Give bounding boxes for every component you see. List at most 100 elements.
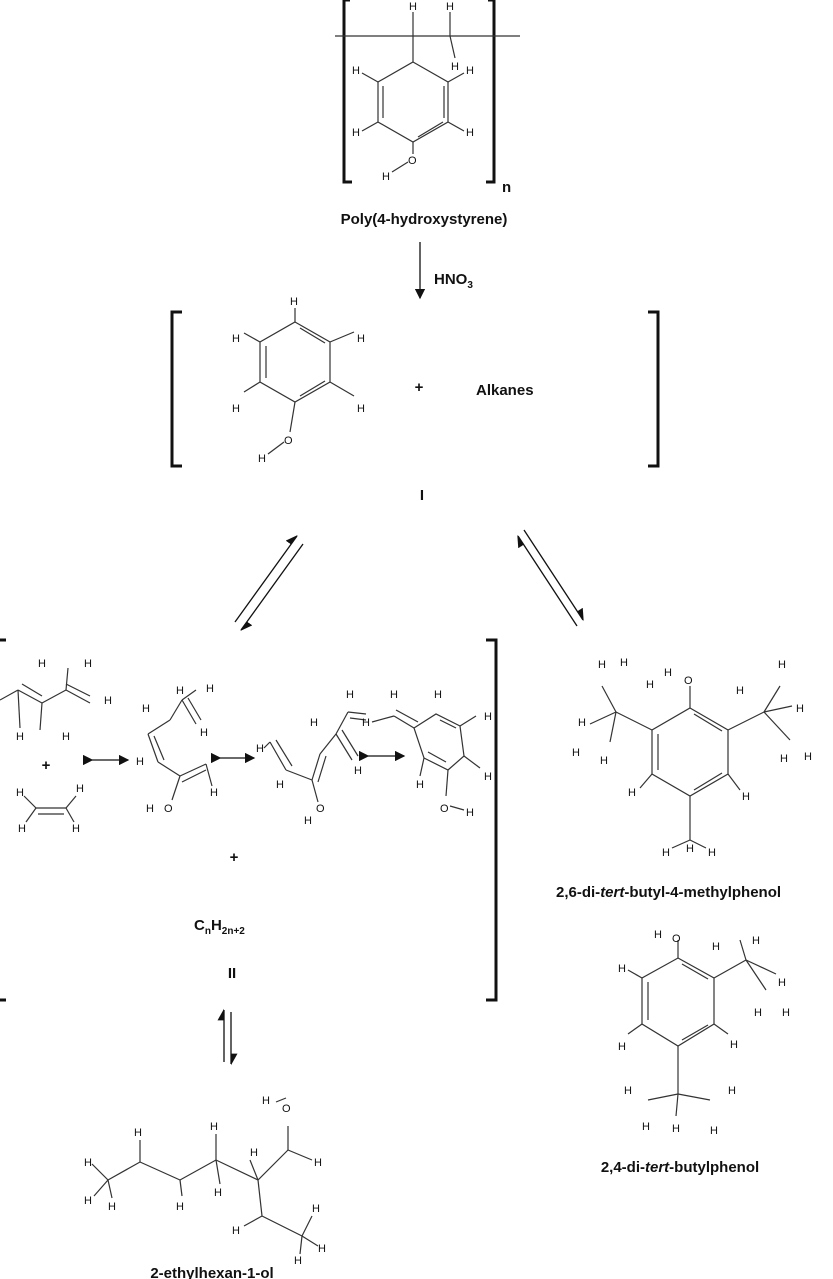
atom-h: H — [618, 1041, 626, 1053]
atom-h: H — [628, 787, 636, 799]
atom-h: H — [778, 977, 786, 989]
atom-h: H — [484, 771, 492, 783]
ethylene-structure: H H H H — [16, 783, 84, 835]
atom-h: H — [232, 333, 240, 345]
atom-h: H — [710, 1125, 718, 1137]
atom-h: H — [290, 296, 298, 308]
ethylhexanol-label: 2-ethylhexan-1-ol — [150, 1265, 273, 1279]
atom-h: H — [742, 791, 750, 803]
repeat-subscript: n — [502, 179, 511, 196]
atom-o: O — [164, 803, 173, 815]
polymer-name: Poly(4-hydroxystyrene) — [341, 211, 508, 228]
equilibrium-arrow-right — [517, 529, 584, 627]
atom-o: O — [672, 933, 681, 945]
atom-h: H — [250, 1147, 258, 1159]
atom-o: O — [440, 803, 449, 815]
atom-h: H — [654, 929, 662, 941]
atom-h: H — [176, 1201, 184, 1213]
atom-h: H — [754, 1007, 762, 1019]
atom-h: H — [108, 1201, 116, 1213]
atom-h: H — [200, 727, 208, 739]
atom-h: H — [409, 1, 417, 13]
atom-h: H — [318, 1243, 326, 1255]
atom-h: H — [357, 403, 365, 415]
atom-h: H — [466, 65, 474, 77]
atom-o: O — [316, 803, 325, 815]
atom-h: H — [16, 731, 24, 743]
bracket-ii-right — [486, 638, 498, 1002]
atom-h: H — [624, 1085, 632, 1097]
atom-h: H — [354, 765, 362, 777]
atom-h: H — [314, 1157, 322, 1169]
atom-h: H — [416, 779, 424, 791]
bracket-right — [648, 310, 660, 468]
atom-h: H — [136, 756, 144, 768]
bht-label: 2,6-di-tert-butyl-4-methylphenol — [556, 884, 781, 901]
atom-h: H — [18, 823, 26, 835]
atom-h: H — [142, 703, 150, 715]
atom-h: H — [736, 685, 744, 697]
atom-h: H — [484, 711, 492, 723]
atom-h: H — [276, 779, 284, 791]
atom-h: H — [686, 843, 694, 855]
atom-h: H — [434, 689, 442, 701]
atom-h: H — [346, 689, 354, 701]
bracket-left — [170, 310, 182, 468]
atom-h: H — [451, 61, 459, 73]
plus-sign: + — [415, 379, 424, 396]
bracket-ii-left — [0, 638, 6, 1002]
bht-structure: O H H H H H H H H H H H H H H H H H — [572, 657, 812, 859]
atom-h: H — [730, 1039, 738, 1051]
intermediate-ii-label: II — [228, 965, 236, 982]
atom-h: H — [662, 847, 670, 859]
atom-h: H — [206, 683, 214, 695]
repeat-bracket-right — [486, 0, 496, 184]
atom-h: H — [672, 1123, 680, 1135]
atom-h: H — [804, 751, 812, 763]
butadiene-structure: H H H H H — [0, 658, 112, 743]
repeat-bracket-left — [342, 0, 352, 184]
atom-h: H — [352, 127, 360, 139]
alkane-formula: CnH2n+2 — [194, 917, 245, 937]
atom-h: H — [84, 1157, 92, 1169]
atom-h: H — [600, 755, 608, 767]
atom-h: H — [780, 753, 788, 765]
atom-h: H — [76, 783, 84, 795]
atom-h: H — [572, 747, 580, 759]
polymer-structure: H H H H H H H O H — [335, 0, 520, 184]
atom-h: H — [262, 1095, 270, 1107]
atom-o: O — [282, 1103, 291, 1115]
atom-h: H — [232, 1225, 240, 1237]
atom-h: H — [258, 453, 266, 465]
atom-h: H — [146, 803, 154, 815]
atom-h: H — [312, 1203, 320, 1215]
atom-h: H — [618, 963, 626, 975]
atom-h: H — [620, 657, 628, 669]
atom-h: H — [304, 815, 312, 827]
atom-h: H — [466, 127, 474, 139]
dienol-structure: H H H H H O H — [256, 689, 367, 827]
atom-h: H — [294, 1255, 302, 1267]
plus-sign: + — [230, 849, 239, 866]
atom-h: H — [778, 659, 786, 671]
atom-h: H — [728, 1085, 736, 1097]
atom-h: H — [310, 717, 318, 729]
alkanes-label: Alkanes — [476, 382, 534, 399]
atom-h: H — [782, 1007, 790, 1019]
atom-h: H — [708, 847, 716, 859]
atom-h: H — [362, 717, 370, 729]
atom-h: H — [72, 823, 80, 835]
atom-h: H — [134, 1127, 142, 1139]
atom-h: H — [352, 65, 360, 77]
atom-h: H — [466, 807, 474, 819]
atom-o: O — [284, 435, 293, 447]
vinylphenol-structure: H H H H H H O H — [362, 689, 492, 819]
atom-h: H — [578, 717, 586, 729]
dtbp-structure: O H H H H H H H H H H H H H H — [618, 929, 790, 1137]
equilibrium-arrow-down — [217, 1008, 238, 1066]
hexatrienol-structure: H H H H H H O H — [136, 683, 218, 815]
atom-h: H — [446, 1, 454, 13]
equilibrium-arrow-left — [234, 534, 304, 632]
atom-h: H — [84, 1195, 92, 1207]
